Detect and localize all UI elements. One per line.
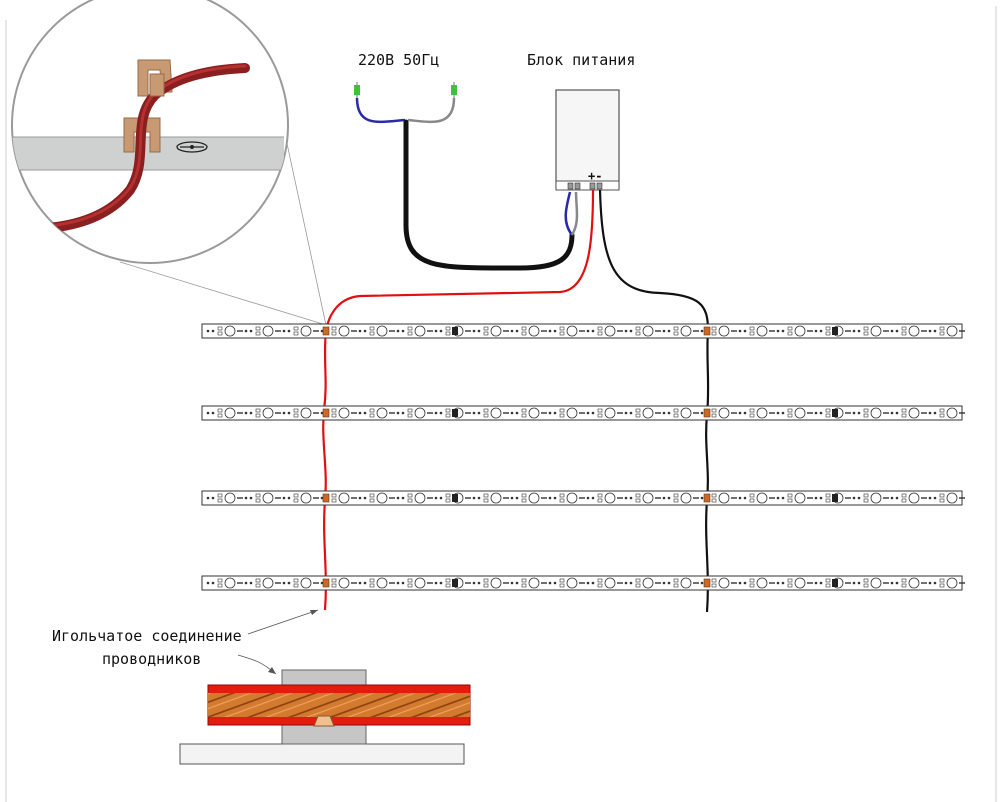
needle-contact xyxy=(313,715,335,727)
mains-cable xyxy=(355,97,579,271)
mains-label: 220В 50Гц xyxy=(358,51,439,69)
led-strip xyxy=(201,323,965,339)
board-surface xyxy=(12,137,284,170)
power-supply-unit: +- xyxy=(555,89,620,191)
negative-black-wire xyxy=(598,189,710,613)
annotation-arrows xyxy=(237,609,319,675)
led-strip xyxy=(201,490,965,506)
via-hole-icon xyxy=(176,141,208,153)
wire-copper-tip xyxy=(26,224,52,233)
led-strip xyxy=(201,405,965,421)
connection-label-line1: Игольчатое соединение xyxy=(52,627,242,645)
positive-red-wire xyxy=(322,189,595,611)
insulation-displacement-connector-lower xyxy=(123,117,161,153)
conductor-strands xyxy=(208,693,470,717)
zoom-detail-circle xyxy=(11,0,289,264)
connection-cross-section xyxy=(179,669,471,765)
psu-label: Блок питания xyxy=(527,51,635,69)
led-strip xyxy=(201,575,965,591)
connection-label-line2: проводников xyxy=(102,650,201,668)
mains-plug xyxy=(354,82,457,98)
psu-terminal-polarity: +- xyxy=(588,169,602,183)
led-strips xyxy=(201,323,965,591)
